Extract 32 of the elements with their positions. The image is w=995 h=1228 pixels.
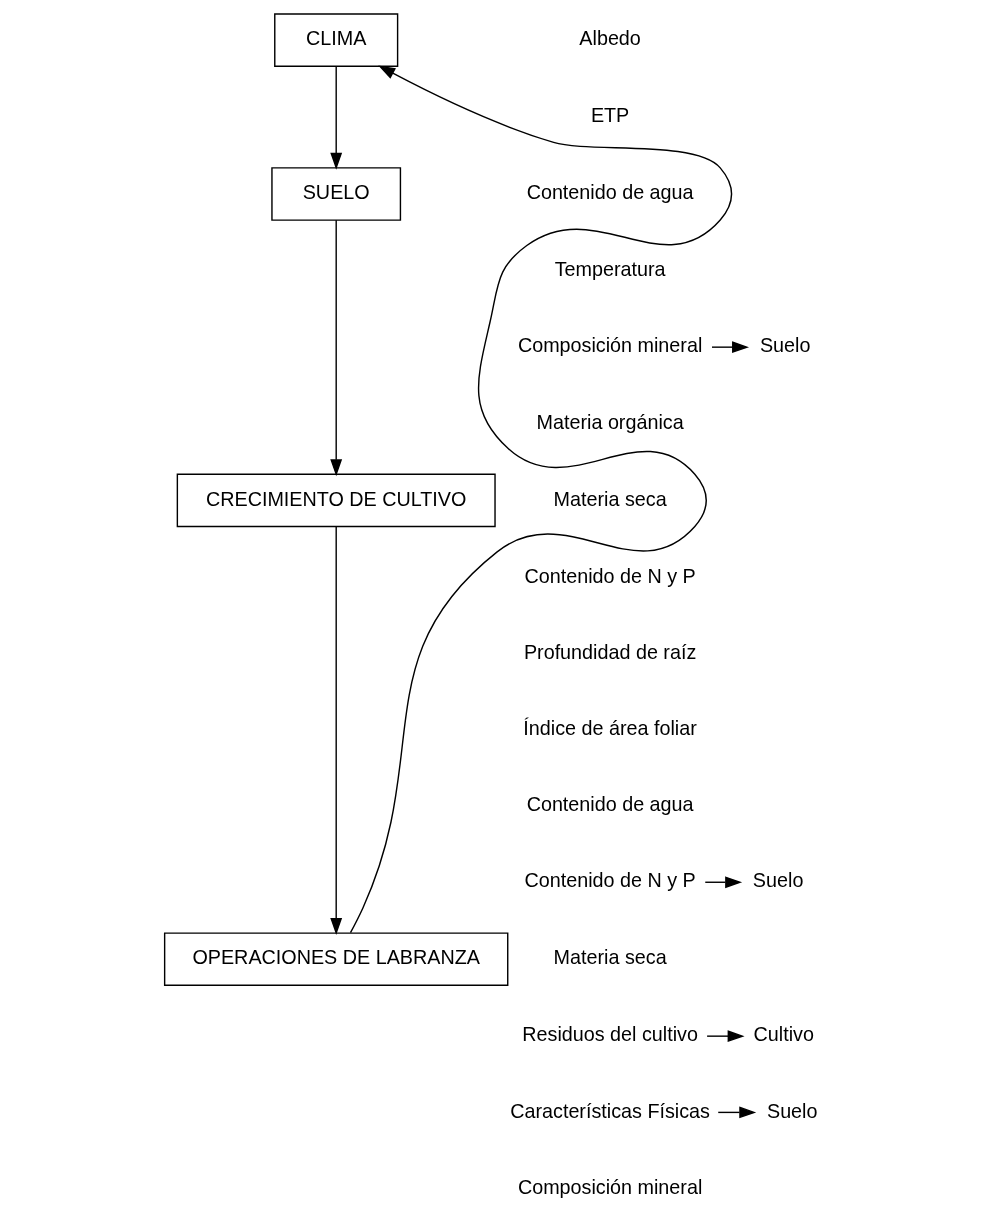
arrow xyxy=(704,876,743,889)
label: Contenido de N y P xyxy=(524,564,696,587)
label: Profundidad de raíz xyxy=(523,640,697,663)
node-text: Suelo xyxy=(752,869,804,892)
label: Índice de área foliar xyxy=(523,717,697,739)
node-text: Suelo xyxy=(759,334,811,357)
label: Composición mineral xyxy=(517,1175,703,1198)
node-text: Composición mineral xyxy=(517,334,703,357)
arrow xyxy=(330,219,343,477)
label: Contenido de agua xyxy=(526,181,694,204)
node-text: Características Físicas xyxy=(510,1099,710,1122)
arrow xyxy=(330,526,343,935)
node-box: CLIMA xyxy=(274,13,399,67)
node-box: OPERACIONES DE LABRANZA xyxy=(163,932,509,987)
label: Contenido de agua xyxy=(526,793,694,816)
label: Albedo xyxy=(579,27,641,50)
label: Materia orgánica xyxy=(536,410,684,433)
arrow xyxy=(717,1106,757,1119)
label: Materia seca xyxy=(553,487,667,510)
arrow xyxy=(711,341,749,354)
node-box: CRECIMIENTO DE CULTIVO xyxy=(176,473,496,528)
arrow xyxy=(706,1030,745,1043)
node-text: Residuos del cultivo xyxy=(522,1023,698,1046)
arrow xyxy=(330,65,343,170)
label: Materia seca xyxy=(553,946,667,969)
node-box: SUELO xyxy=(271,167,402,221)
arrow xyxy=(349,65,733,934)
node-text: Contenido de N y P xyxy=(524,869,696,892)
node-text: Suelo xyxy=(766,1099,818,1122)
label: Temperatura xyxy=(554,258,666,281)
label: ETP xyxy=(590,104,630,127)
node-text: Cultivo xyxy=(753,1023,814,1046)
